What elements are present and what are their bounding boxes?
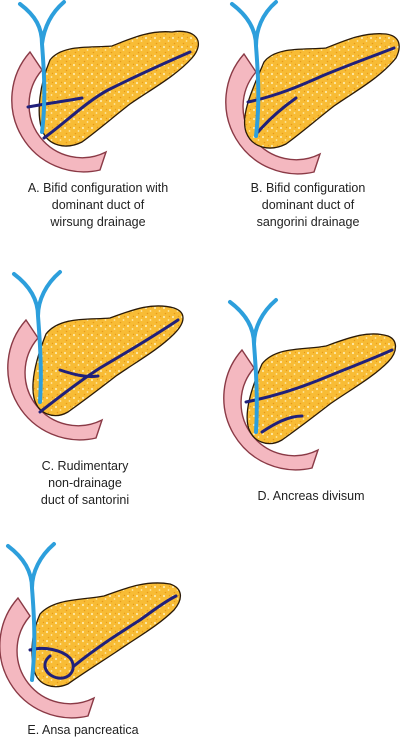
caption-e: E. Ansa pancreatica [8,722,158,739]
panel-d-duodenum [223,348,320,471]
panel-a-bile-duct [18,0,66,134]
panel-c-rudimentary-duct [58,368,100,378]
panel-b-pancreas [244,33,400,149]
caption-b-line-1: B. Bifid configuration [250,181,366,195]
panel-e-main-pancreatic-duct [72,594,178,668]
panel-d-dorsal-duct [244,348,394,404]
caption-a-line-1: A. Bifid configuration with [27,181,169,195]
panel-c-illustration [7,270,184,441]
panel-a-main-pancreatic-duct [42,50,192,140]
panel-e-bile-duct [6,542,56,682]
panel-e-ansa-loop [28,646,75,680]
panel-a-pancreas [38,30,199,147]
panel-b-main-pancreatic-duct [246,46,396,104]
panel-c-bile-duct [12,270,62,404]
panel-a-duodenum [11,50,108,173]
caption-b: B. Bifid configuration dominant duct of … [228,180,388,231]
panel-c-duodenum [7,318,104,441]
panel-d-pancreas [246,333,397,445]
panel-b-illustration [225,0,400,175]
caption-b-line-3: sangorini drainage [256,215,360,229]
caption-a: A. Bifid configuration with dominant duc… [8,180,188,231]
caption-a-line-3: wirsung drainage [50,215,146,229]
panel-a-accessory-duct [26,96,84,109]
caption-c-line-3: duct of santorini [40,493,130,507]
panel-b-duodenum [225,52,322,175]
panel-c-main-pancreatic-duct [38,318,180,414]
panel-e-pancreas [31,582,181,688]
panel-b-ventral-duct [256,96,298,134]
caption-c: C. Rudimentary non-drainage duct of sant… [10,458,160,509]
caption-b-line-2: dominant duct of [261,198,355,212]
caption-c-line-1: C. Rudimentary [41,459,129,473]
caption-c-line-2: non-drainage [48,476,122,490]
panel-e-duodenum [0,596,96,719]
panel-e-illustration [0,542,181,719]
caption-d: D. Ancreas divisum [236,488,386,505]
caption-d-line-1: D. Ancreas divisum [257,489,365,503]
panel-d-bile-duct [228,298,278,434]
panel-d-illustration [223,298,397,471]
caption-e-line-1: E. Ansa pancreatica [27,723,139,737]
panel-d-ventral-duct [260,414,304,434]
panel-b-bile-duct [230,0,278,138]
panel-a-illustration [11,0,199,173]
caption-a-line-2: dominant duct of [51,198,145,212]
